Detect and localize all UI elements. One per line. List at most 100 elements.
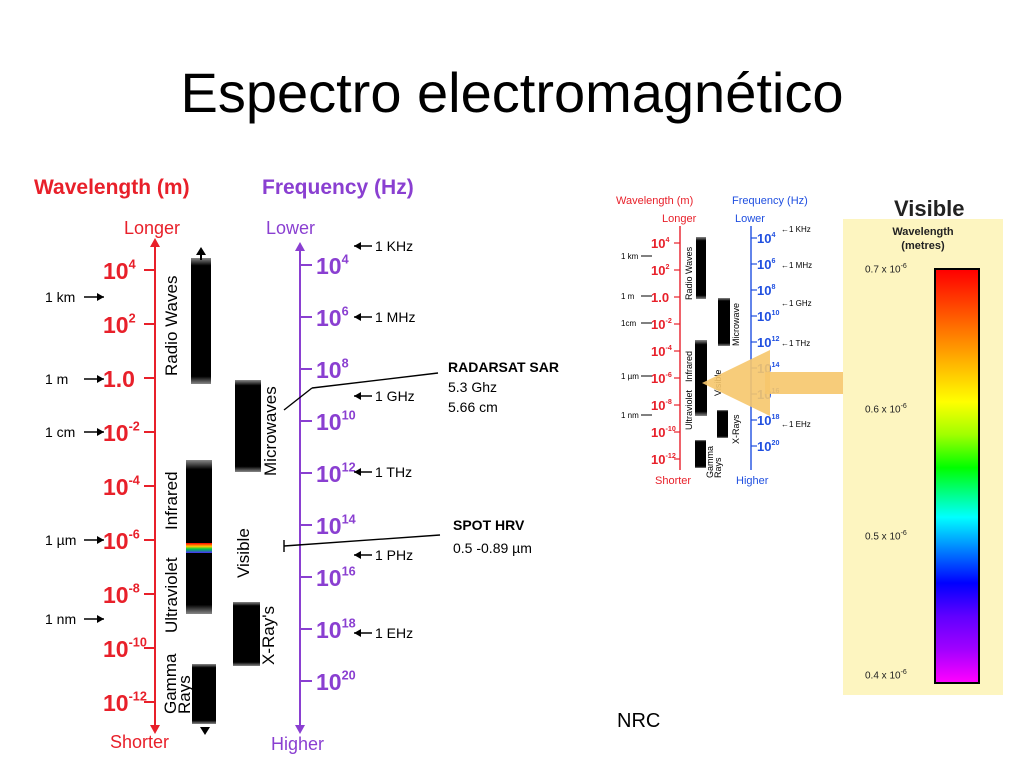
band-label-microwaves: Microwaves (261, 386, 280, 476)
length-marker-label: 1 km (45, 289, 75, 305)
visible-wavelength-tick: 0.5 x 10-6 (865, 530, 907, 543)
wavelength-axis-arrow-top (150, 238, 160, 247)
inset-shorter-label: Shorter (655, 475, 691, 487)
inset-frequency-marker-label: ←1 KHz (781, 225, 811, 234)
inset-longer-label: Longer (662, 213, 697, 225)
frequency-higher-label: Higher (271, 734, 324, 754)
visible-wavelength-label: Wavelength (892, 226, 954, 238)
inset-frequency-tick-label: 104 (757, 231, 775, 246)
inset-length-marker-label: 1 µm (621, 372, 639, 381)
band-bar-gamma (192, 664, 216, 724)
visible-wavelength-tick: 0.4 x 10-6 (865, 669, 907, 682)
band-bar-microwaves (235, 380, 261, 472)
inset-frequency-marker-label: ←1 THz (781, 339, 810, 348)
length-marker-arrow-head (97, 615, 104, 623)
inset-band-microwave (718, 298, 730, 346)
visible-wavelength-tick: 0.7 x 10-6 (865, 263, 907, 276)
inset-band-gamma (695, 440, 706, 468)
frequency-marker-label: 1 THz (375, 464, 412, 480)
visible-pointer-arrow-head (702, 350, 770, 416)
length-marker-arrow-head (97, 536, 104, 544)
visible-units-label: (metres) (901, 240, 945, 252)
frequency-marker-arrow-head (354, 629, 361, 637)
radarsat-name: RADARSAT SAR (448, 359, 559, 375)
wavelength-shorter-label: Shorter (110, 732, 169, 752)
inset-frequency-tick-label: 108 (757, 283, 775, 298)
wavelength-tick-label: 10-10 (103, 636, 147, 662)
wavelength-tick-label: 10-12 (103, 690, 147, 716)
radarsat-wavelength: 5.66 cm (448, 399, 498, 415)
frequency-tick-label: 106 (316, 305, 349, 331)
frequency-tick-label: 1012 (316, 461, 356, 487)
inset-frequency-marker-label: ←1 EHz (781, 420, 811, 429)
inset-frequency-tick-label: 1018 (757, 413, 779, 428)
frequency-marker-label: 1 KHz (375, 238, 413, 254)
wavelength-header: Wavelength (m) (34, 176, 190, 199)
frequency-axis-arrow-bottom (295, 725, 305, 734)
length-marker-label: 1 nm (45, 611, 76, 627)
frequency-axis-arrow-top (295, 242, 305, 251)
frequency-tick-label: 104 (316, 253, 349, 279)
source-credit: NRC (617, 710, 661, 732)
wavelength-tick-label: 10-2 (103, 420, 140, 446)
radarsat-pointer-a (283, 387, 313, 411)
inset-wavelength-tick-label: 104 (651, 236, 669, 251)
inset-wavelength-tick-label: 10-6 (651, 371, 672, 386)
inset-frequency-tick-label: 1020 (757, 439, 779, 454)
inset-band-radio (696, 237, 706, 299)
frequency-tick-label: 1020 (316, 669, 356, 695)
length-marker-label: 1 cm (45, 424, 75, 440)
spot-wavelength: 0.5 -0.89 µm (453, 540, 532, 556)
inset-frequency-tick-label: 1012 (757, 335, 779, 350)
inset-wavelength-header: Wavelength (m) (616, 195, 693, 207)
band-bar-infrared-ultraviolet (186, 460, 212, 614)
frequency-marker-arrow-head (354, 392, 361, 400)
inset-wavelength-tick-label: 1.0 (651, 290, 669, 305)
band-label-infrared: Infrared (162, 471, 181, 530)
inset-band-infrared-uv (695, 340, 707, 416)
inset-frequency-tick-label: 106 (757, 257, 775, 272)
inset-band-label-radio: Radio Waves (684, 246, 694, 300)
wavelength-tick-label: 10-8 (103, 582, 140, 608)
inset-lower-label: Lower (735, 213, 765, 225)
inset-wavelength-tick-label: 10-12 (651, 452, 676, 467)
inset-length-marker-label: 1 km (621, 252, 639, 261)
band-label-visible: Visible (234, 528, 253, 578)
inset-band-label-xrays: X-Rays (731, 414, 741, 444)
length-marker-arrow-head (97, 293, 104, 301)
inset-band-label-infrared: Infrared (684, 351, 694, 382)
slide-title: Espectro electromagnético (180, 61, 844, 124)
wavelength-tick-label: 10-6 (103, 528, 140, 554)
inset-band-label-ultraviolet: Ultraviolet (684, 389, 694, 430)
length-marker-arrow-head (97, 375, 104, 383)
band-label-radio-waves: Radio Waves (162, 276, 181, 376)
inset-wavelength-tick-label: 10-4 (651, 344, 672, 359)
radarsat-frequency: 5.3 Ghz (448, 379, 497, 395)
inset-wavelength-tick-label: 10-2 (651, 317, 672, 332)
frequency-marker-label: 1 PHz (375, 547, 413, 563)
length-marker-arrow-head (97, 428, 104, 436)
inset-wavelength-tick-label: 10-10 (651, 425, 676, 440)
frequency-header: Frequency (Hz) (262, 176, 414, 199)
visible-pointer-arrow-body (765, 372, 847, 394)
wavelength-tick-label: 10-4 (103, 474, 140, 500)
inset-length-marker-label: 1 m (621, 292, 635, 301)
inset-frequency-marker-label: ←1 MHz (781, 261, 812, 270)
frequency-marker-arrow-head (354, 313, 361, 321)
spot-pointer (283, 534, 441, 547)
frequency-tick-label: 1016 (316, 565, 356, 591)
spot-name: SPOT HRV (453, 517, 525, 533)
radarsat-pointer-b (311, 372, 439, 389)
frequency-marker-arrow-head (354, 468, 361, 476)
frequency-tick-label: 1018 (316, 617, 356, 643)
frequency-marker-label: 1 GHz (375, 388, 415, 404)
band-arrow-bottom (200, 727, 210, 735)
visible-title: Visible (894, 196, 965, 221)
inset-frequency-header: Frequency (Hz) (732, 195, 808, 207)
inset-length-marker-label: 1 nm (621, 411, 639, 420)
band-arrow-top (196, 247, 206, 255)
wavelength-tick-label: 102 (103, 312, 136, 338)
inset-wavelength-tick-label: 102 (651, 263, 669, 278)
frequency-marker-label: 1 MHz (375, 309, 415, 325)
frequency-tick-label: 108 (316, 357, 349, 383)
